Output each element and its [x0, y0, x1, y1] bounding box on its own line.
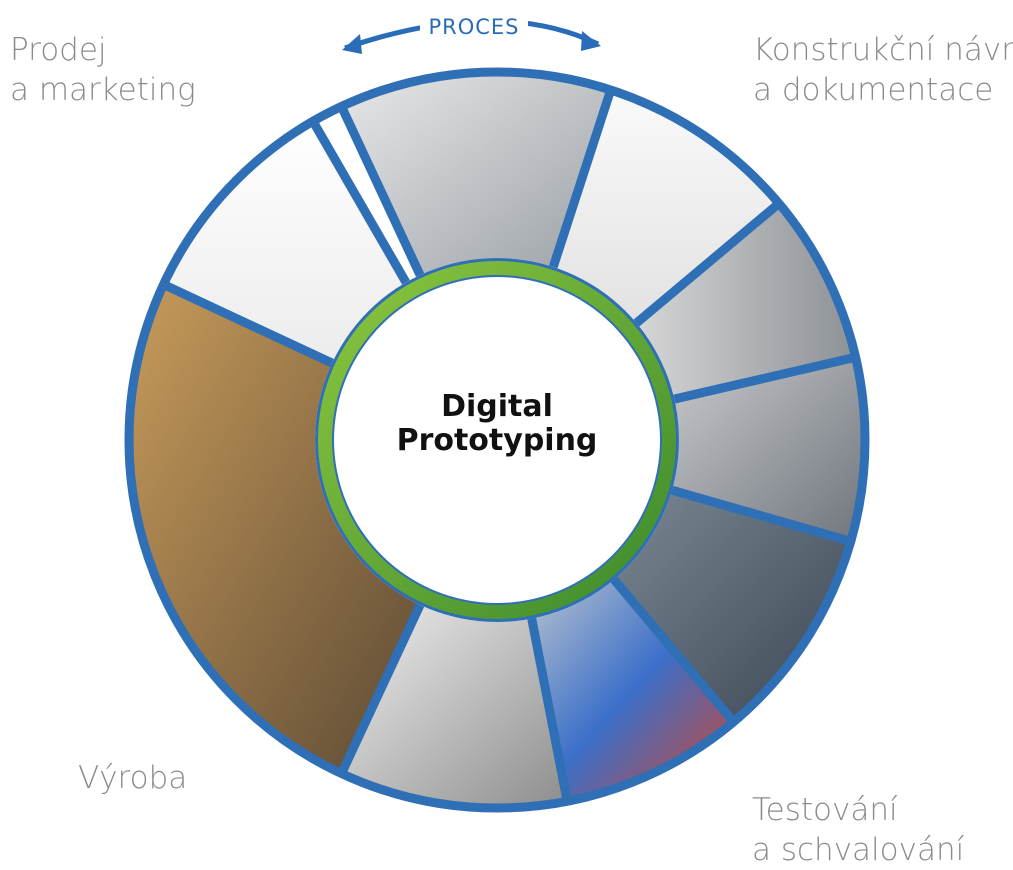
process-arrow-left-icon: [342, 34, 362, 54]
segment-schematic-diagram: [553, 90, 779, 324]
process-label-bg: [420, 10, 528, 40]
inner-ring-green: [318, 261, 676, 619]
center-disc: [334, 277, 660, 603]
center-title-line2: Prototyping: [396, 423, 598, 458]
stage-label-sales-line1: Prodej: [10, 32, 107, 68]
wheel-spoke: [633, 200, 782, 327]
wheel-spoke: [670, 485, 852, 546]
wheel-spoke: [161, 280, 334, 368]
wheel-spoke: [309, 119, 410, 285]
center-title: Digital Prototyping: [340, 390, 654, 458]
wheel-spoke: [673, 352, 857, 404]
stage-label-sales: Prodej a marketing: [10, 30, 196, 110]
wheel-spoke: [610, 576, 737, 725]
wheel-spokes: [161, 88, 857, 803]
stage-label-manufacturing-line1: Výroba: [78, 760, 188, 796]
center-title-line1: Digital: [441, 389, 553, 424]
stage-label-design-line1: Konstrukční návrh: [753, 32, 1013, 68]
segment-control-cabinet: [613, 490, 851, 722]
stage-label-testing-line1: Testování: [752, 792, 898, 828]
stage-label-testing-line2: a schvalování: [752, 832, 965, 868]
segment-plant-photo-top: [341, 71, 611, 276]
stage-label-testing: Testování a schvalování: [752, 790, 964, 870]
wheel-segments: [128, 71, 866, 809]
segment-stress-analysis: [531, 579, 734, 802]
stage-label-sales-line2: a marketing: [10, 72, 196, 108]
wheel-spoke: [337, 104, 425, 277]
stage-label-design: Konstrukční návrh a dokumentace: [753, 30, 1013, 110]
wheel-spoke: [337, 603, 425, 776]
stage-label-manufacturing: Výroba: [78, 758, 187, 798]
wheel-spoke: [527, 617, 572, 803]
process-label: PROCES: [428, 15, 520, 39]
segment-conveyor-production: [128, 284, 421, 774]
outer-ring: [124, 67, 870, 813]
segment-3d-equipment-render: [671, 357, 866, 542]
segment-3d-piping-model: [636, 203, 856, 400]
stage-label-design-line2: a dokumentace: [753, 72, 994, 108]
wheel-spoke: [548, 88, 615, 269]
process-arrow-right-icon: [581, 31, 601, 51]
